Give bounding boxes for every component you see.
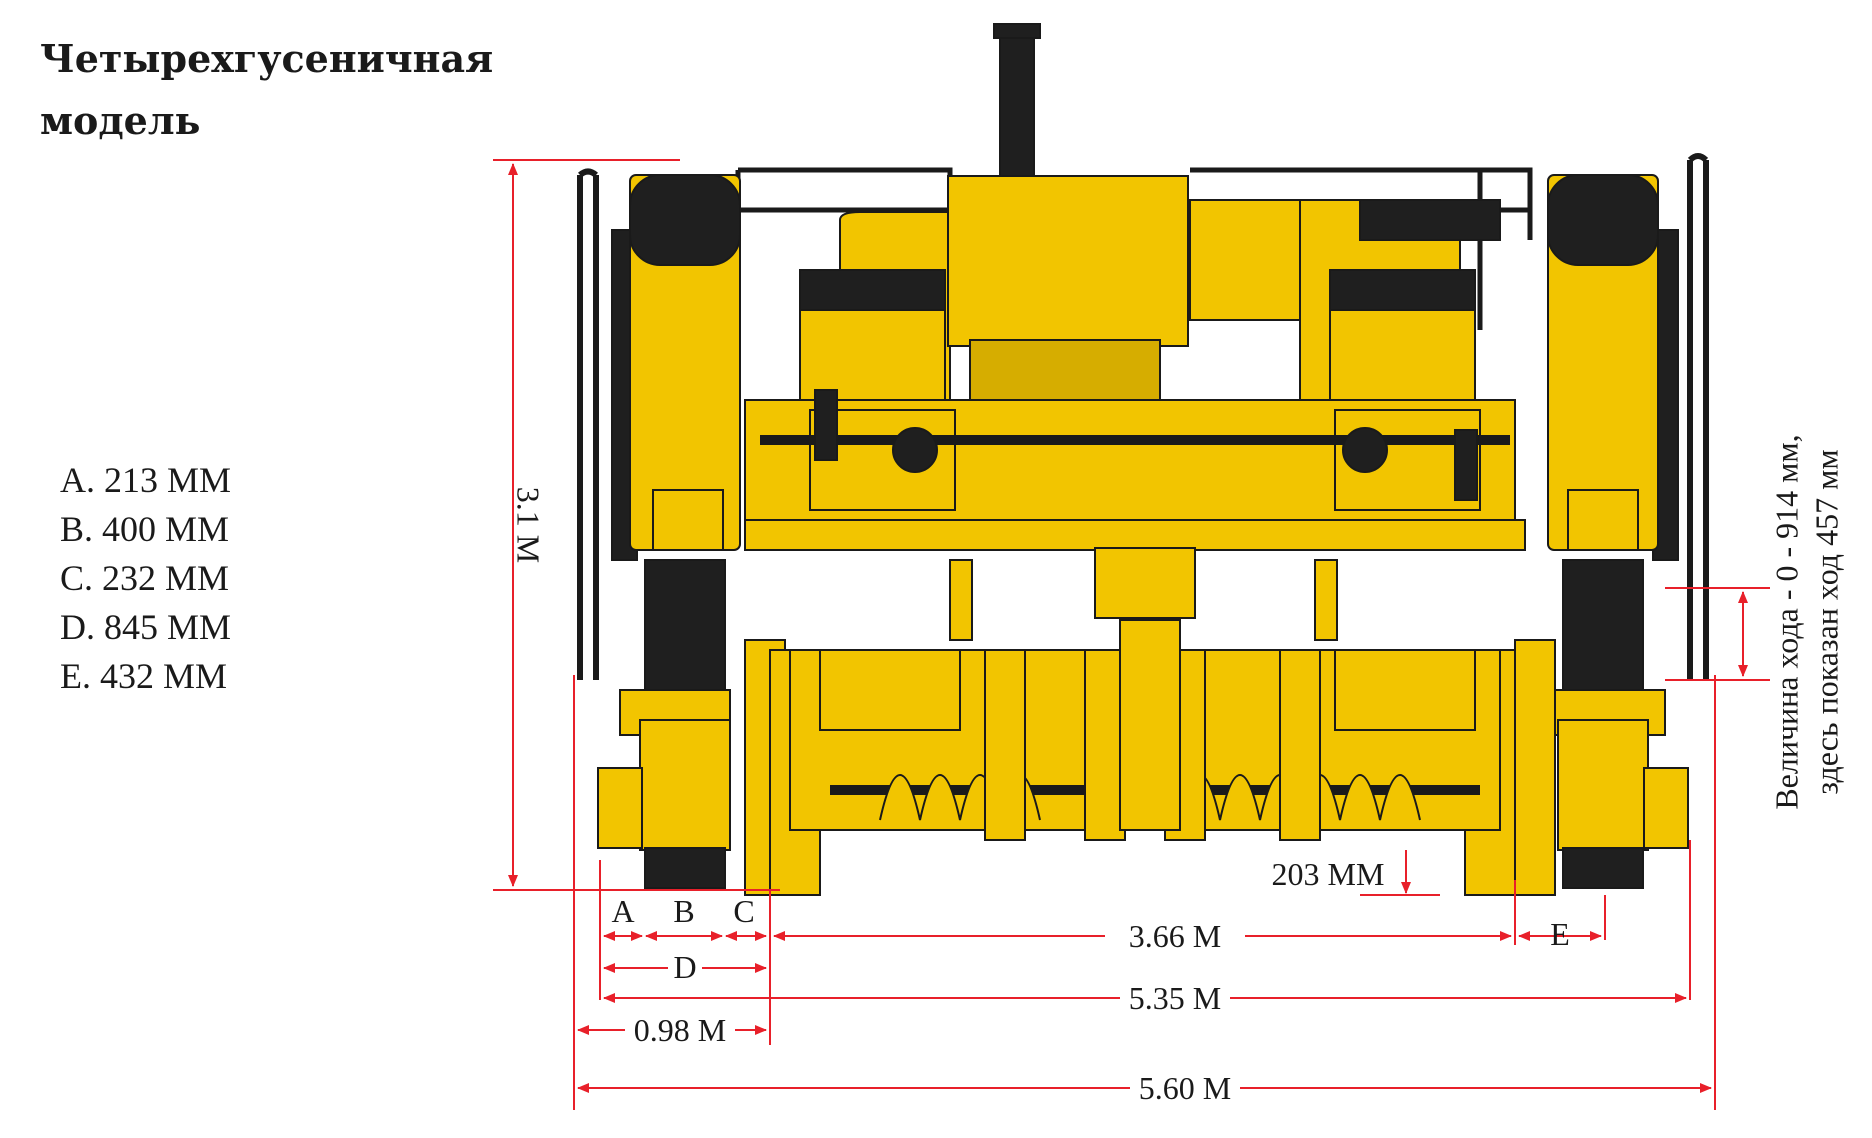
b-label: B [673,893,694,929]
stroke-note-line-1: Величина хода - 0 - 914 мм, [1768,434,1804,809]
e-label: E [1550,916,1570,952]
left-leg [577,168,741,889]
engine-box [947,175,1189,347]
height-label: 3.1 M [511,487,547,563]
legend-item-b: B. 400 MM [60,509,230,549]
legend-item-e: E. 432 MM [60,656,228,696]
right-leg [1547,153,1709,889]
auger-section [744,619,1556,896]
exhaust-pipe [999,29,1035,181]
c-label: C [733,893,754,929]
clearance-label: 203 MM [1272,856,1385,892]
dimension-labels: 3.1 M A B C E 3.66 M D 5.35 M 0.98 M 5.6… [511,434,1845,1106]
page-title: Четырехгусеничная модель [40,28,493,152]
title-line-1: Четырехгусеничная [40,36,494,81]
offset-label: 0.98 M [634,1012,726,1048]
title-line-2: модель [40,98,201,143]
legend-item-d: D. 845 MM [60,607,232,647]
width-total-label: 5.60 M [1139,1070,1231,1106]
machine-drawing [577,23,1709,896]
width-inner-label: 3.66 M [1129,918,1221,954]
stroke-note-line-2: здесь показан ход 457 мм [1808,449,1844,794]
d-label: D [673,949,696,985]
legend-item-c: C. 232 MM [60,558,230,598]
a-label: A [611,893,634,929]
dimension-legend: A. 213 MM B. 400 MM C. 232 MM D. 845 MM … [60,456,231,701]
legend-item-a: A. 213 MM [60,460,232,500]
width-track-label: 5.35 M [1129,980,1221,1016]
